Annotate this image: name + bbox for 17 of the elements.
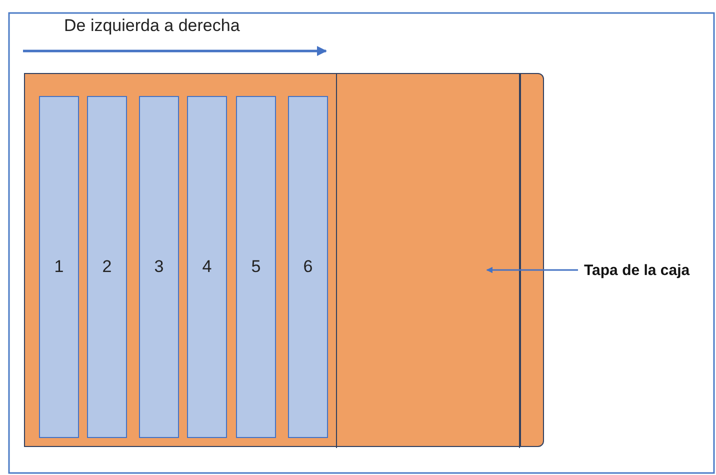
lid-section: [336, 74, 520, 448]
slot-number: 3: [154, 257, 164, 277]
slot-number: 6: [303, 257, 313, 277]
slot-box: [288, 96, 328, 438]
slot-box: [236, 96, 276, 438]
slot-box: [187, 96, 227, 438]
slot-box: [139, 96, 179, 438]
slot-number: 4: [202, 257, 212, 277]
slot-box: [87, 96, 127, 438]
slot-number: 2: [102, 257, 112, 277]
box-drawing: [24, 73, 544, 447]
slot-box: [39, 96, 79, 438]
slot-number: 5: [251, 257, 261, 277]
callout-text: Tapa de la caja: [584, 262, 690, 278]
arrow: [486, 266, 578, 274]
slot-number: 1: [54, 257, 64, 277]
direction-label: De izquierda a derecha: [64, 16, 240, 36]
